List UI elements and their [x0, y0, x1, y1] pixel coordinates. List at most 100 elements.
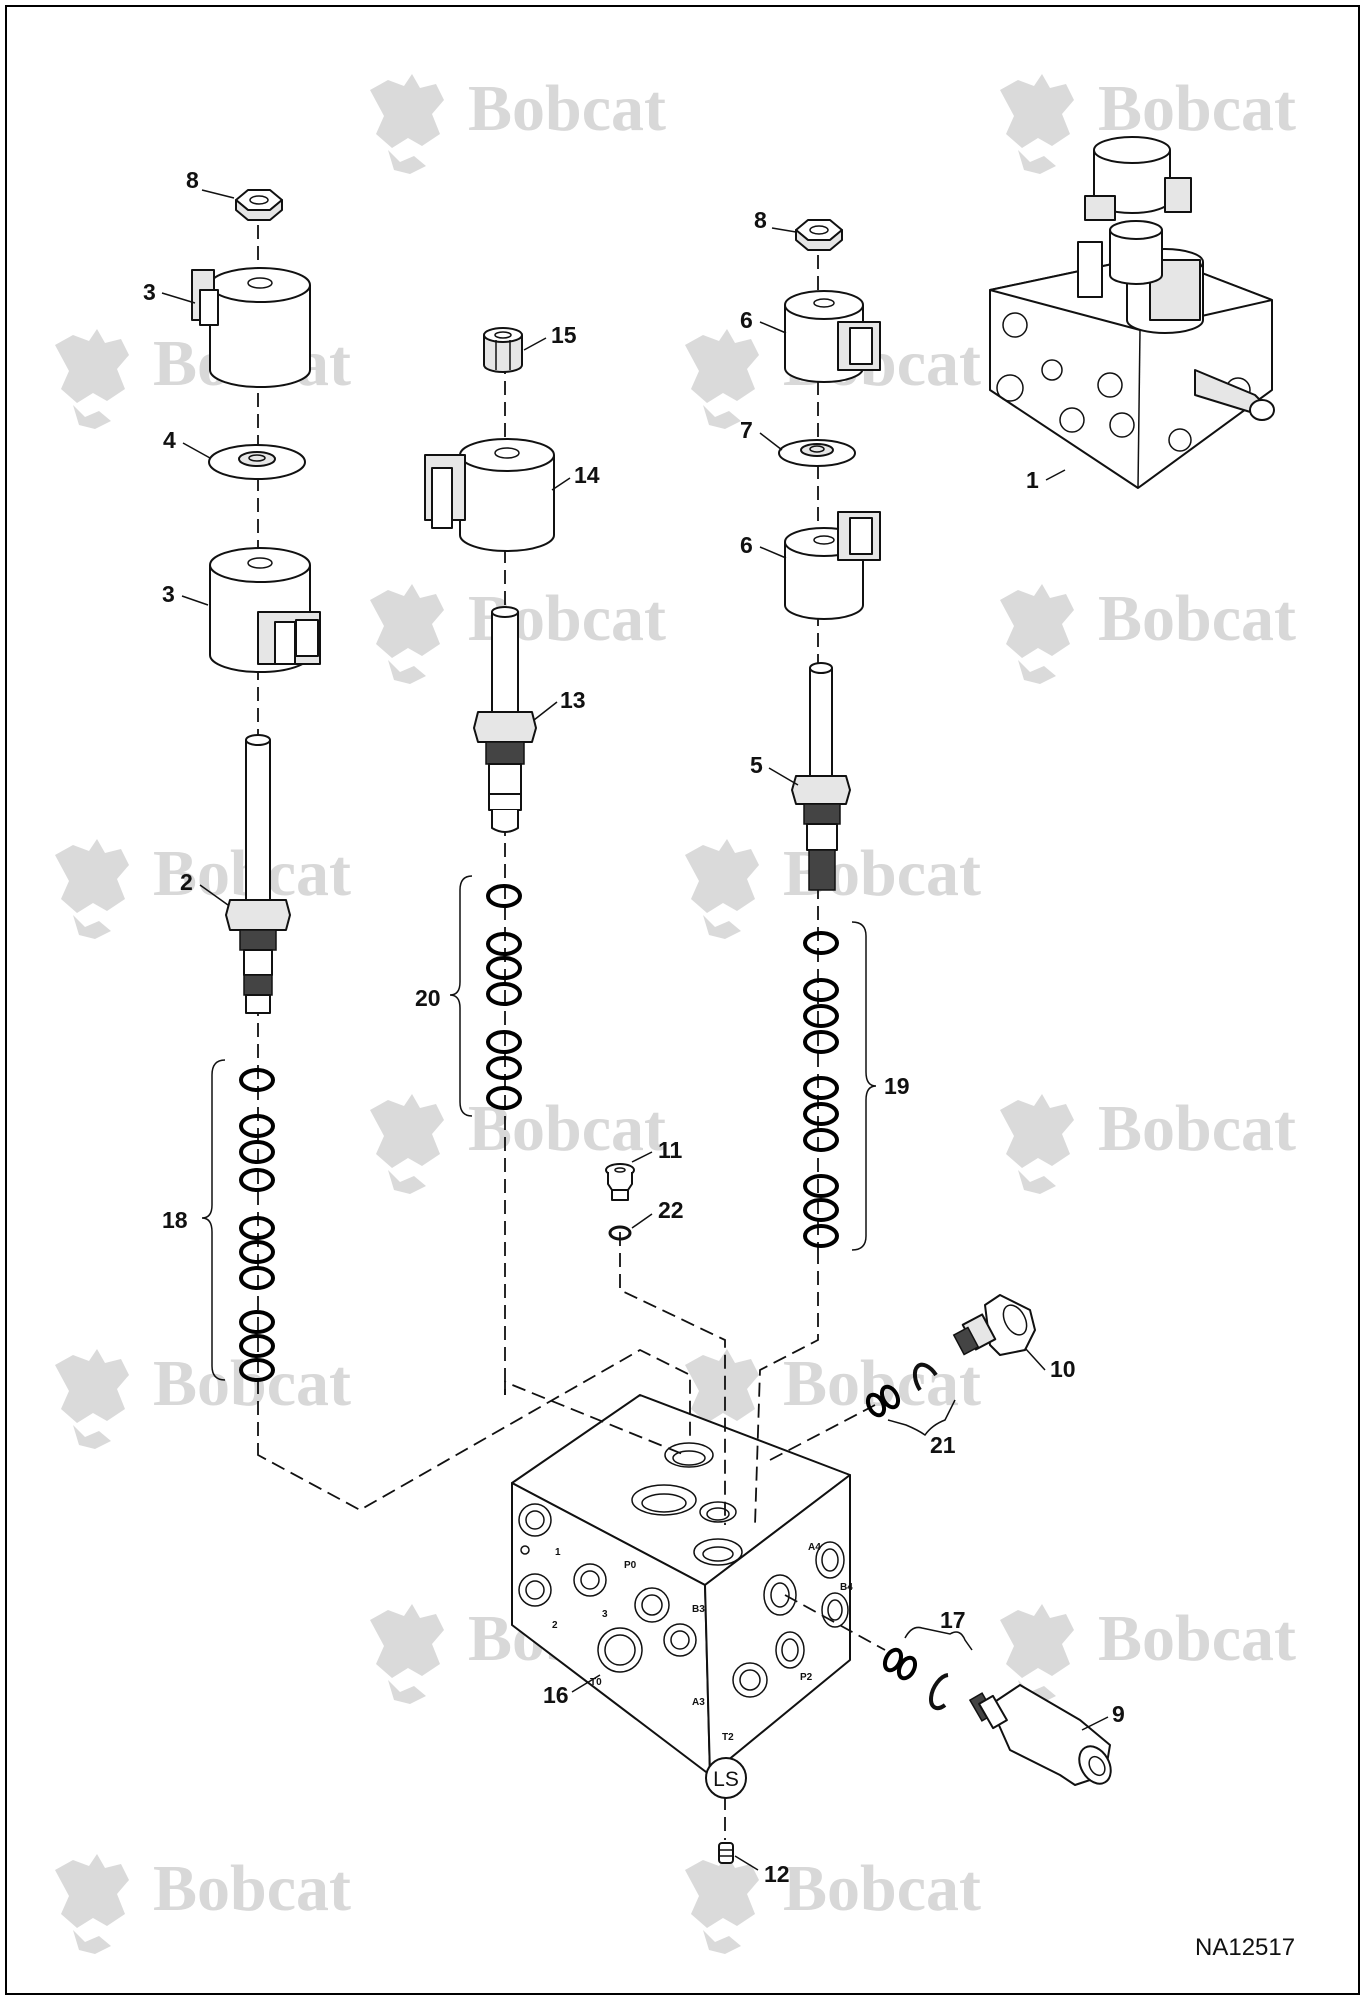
- reference-number: NA12517: [1195, 1934, 1295, 1961]
- ls-port-marker: [705, 1757, 747, 1799]
- coil-part-3-upper: [191, 267, 311, 388]
- callout-2: 2: [180, 869, 193, 895]
- leader-line: [182, 442, 211, 459]
- nut-part-8: [795, 219, 843, 251]
- port-label: B3: [692, 1604, 705, 1615]
- leader-line: [523, 337, 547, 351]
- watermark-text: Bobcat: [1098, 1092, 1296, 1165]
- leader-line: [631, 1151, 653, 1163]
- callout-20: 17: [940, 1607, 966, 1633]
- plug-part-14: [605, 1163, 635, 1201]
- port-label: 2: [552, 1620, 558, 1631]
- watermark-text: Bobcat: [1098, 582, 1296, 655]
- port-label: T0: [590, 1677, 602, 1688]
- oring-part-22: [608, 1225, 632, 1241]
- callout-9: 13: [560, 687, 586, 713]
- relief-valve-part-12: [968, 1684, 1112, 1786]
- bobcat-logo-icon: [370, 584, 444, 684]
- leader-line: [181, 595, 209, 606]
- bracket-21: [887, 1399, 956, 1437]
- bobcat-logo-icon: [55, 1349, 129, 1449]
- callout-6-lower: 6: [740, 532, 753, 558]
- leader-line: [631, 1213, 653, 1229]
- callout-18: 19: [884, 1073, 910, 1099]
- callout-19: 20: [415, 985, 441, 1011]
- coil-part-6-upper: [784, 290, 881, 383]
- callout-11: 15: [551, 322, 577, 348]
- leader-line: [759, 321, 787, 334]
- leader-line: [533, 701, 558, 721]
- callout-1: 1: [1026, 467, 1039, 493]
- oring-set-part-19: [486, 884, 522, 1110]
- callout-8-right: 8: [754, 207, 767, 233]
- bobcat-logo-icon: [55, 1854, 129, 1954]
- manifold-block-part-16: 1 2 3 P0 B3 T0 A3 T2 P2 A4 B4: [511, 1394, 853, 1776]
- callout-13: 10: [1050, 1356, 1076, 1382]
- callout-14: 11: [658, 1137, 683, 1163]
- bobcat-logo-icon: [1000, 1094, 1074, 1194]
- oring-set-part-17: [239, 1068, 275, 1382]
- leader-line: [1045, 469, 1066, 481]
- callout-8-left: 8: [186, 167, 199, 193]
- middle-stack: [424, 327, 555, 1395]
- assembled-valve-part-1: [989, 136, 1275, 489]
- leader-line: [734, 1855, 759, 1871]
- fitting-part-11: [483, 327, 523, 373]
- bobcat-logo-icon: [1000, 1604, 1074, 1704]
- routing-lines: [257, 1232, 886, 1840]
- washer-part-7: [778, 439, 856, 467]
- bracket-17: [201, 1059, 226, 1381]
- callout-5: 5: [750, 752, 763, 778]
- bracket-19: [449, 875, 473, 1117]
- bobcat-logo-icon: [685, 329, 759, 429]
- bobcat-logo-icon: [685, 1854, 759, 1954]
- bobcat-logo-icon: [370, 1094, 444, 1194]
- bracket-20: [904, 1626, 973, 1651]
- port-label: 1: [555, 1547, 561, 1558]
- watermark-text: Bobcat: [783, 1852, 981, 1925]
- callout-17: 18: [162, 1207, 188, 1233]
- bobcat-logo-icon: [685, 839, 759, 939]
- leader-line: [551, 477, 571, 491]
- leader-line: [759, 432, 783, 451]
- watermark-text: Bobcat: [1098, 72, 1296, 145]
- watermark-text: Bobcat: [468, 72, 666, 145]
- leader-line: [201, 189, 235, 199]
- watermark-text: Bobcat: [153, 1852, 351, 1925]
- leader-line: [199, 884, 229, 906]
- port-label: 3: [602, 1609, 608, 1620]
- bracket-18: [851, 921, 877, 1251]
- callouts: 8 3 4 3 2 18 15 14 13 20 8 6 7 6 5 19 1 …: [143, 167, 1125, 1887]
- callout-4: 4: [163, 427, 176, 453]
- port-label: T2: [722, 1732, 734, 1743]
- right-stack: [778, 219, 881, 1251]
- bobcat-logo-icon: [370, 1604, 444, 1704]
- ls-port-label: LS: [713, 1768, 739, 1791]
- callout-16: 16: [543, 1682, 569, 1708]
- oring-set-part-18: [803, 931, 839, 1248]
- callout-6-upper: 6: [740, 307, 753, 333]
- watermark-text: Bobcat: [153, 1347, 351, 1420]
- port-label: B4: [840, 1582, 853, 1593]
- leader-line: [771, 227, 797, 233]
- watermark-text: Bobcat: [468, 1092, 666, 1165]
- cartridge-valve-part-9: [473, 606, 537, 833]
- callout-15: 12: [764, 1861, 790, 1887]
- coil-part-6-lower: [784, 511, 881, 620]
- oring-set-part-21: [865, 1362, 938, 1418]
- washer-part-4: [208, 444, 306, 480]
- bobcat-logo-icon: [55, 839, 129, 939]
- left-stack: [191, 189, 321, 1450]
- callout-10: 14: [574, 462, 600, 488]
- cartridge-valve-part-2: [225, 734, 291, 1014]
- port-label: P0: [624, 1560, 637, 1571]
- leader-line: [1081, 1716, 1109, 1731]
- plug-part-15: [718, 1842, 734, 1864]
- watermark-text: Bobcat: [1098, 1602, 1296, 1675]
- bobcat-logo-icon: [55, 329, 129, 429]
- cartridge-valve-part-5: [791, 662, 851, 891]
- callout-21: 21: [930, 1432, 956, 1458]
- leader-line: [768, 767, 799, 786]
- port-label: A4: [808, 1542, 821, 1553]
